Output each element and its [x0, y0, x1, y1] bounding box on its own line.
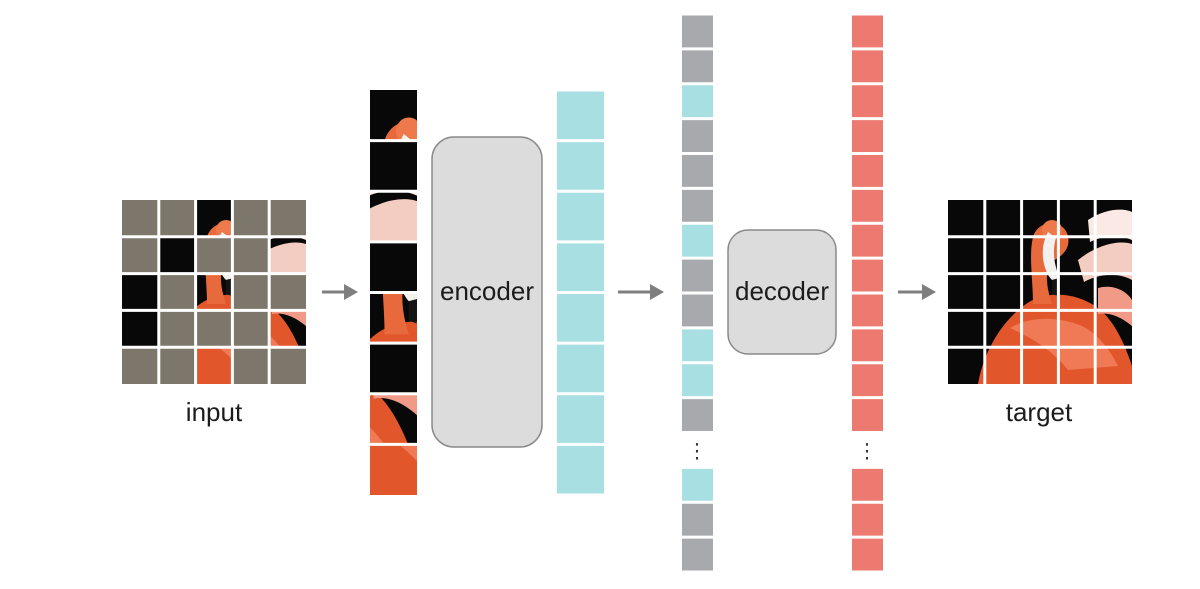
masked-patch: [232, 273, 270, 311]
mask-token: [682, 120, 713, 152]
encoder-label: encoder: [440, 276, 534, 306]
decoder-block: decoder: [727, 229, 837, 355]
ellipsis: ⋮: [857, 439, 877, 463]
target-label: target: [1005, 397, 1073, 427]
mask-token: [682, 503, 713, 536]
reconstructed-token: [852, 399, 883, 431]
reconstructed-token: [852, 85, 883, 118]
encoded-token: [557, 192, 604, 241]
ellipsis: ⋮: [687, 439, 707, 463]
decoder-label: decoder: [735, 276, 829, 306]
reconstructed-token: [852, 329, 883, 362]
masked-patch: [195, 236, 233, 274]
reconstructed-token: [852, 224, 883, 257]
masked-patch: [269, 273, 306, 311]
encoded-token: [682, 329, 713, 362]
reconstructed-token: [852, 364, 883, 397]
arrow-icon: [618, 284, 664, 300]
masked-patch: [158, 310, 196, 348]
encoded-token: [682, 224, 713, 257]
encoded-token: [682, 468, 713, 501]
mask-token: [682, 155, 713, 187]
reconstructed-token: [852, 538, 883, 571]
encoded-token: [682, 85, 713, 118]
encoder-output-tokens: [557, 91, 604, 494]
encoded-token: [557, 243, 604, 291]
encoder-block: encoder: [431, 136, 543, 448]
arrow-icon: [898, 284, 936, 300]
input-label: input: [185, 397, 243, 427]
mask-token: [682, 259, 713, 292]
reconstructed-token: [852, 120, 883, 152]
masked-patch: [122, 236, 159, 274]
reconstructed-token: [852, 503, 883, 536]
reconstructed-token: [852, 50, 883, 83]
decoder-input-tokens: ⋮: [682, 15, 713, 571]
masked-patch: [232, 236, 270, 274]
encoded-token: [557, 142, 604, 190]
arrow-icon: [322, 284, 358, 300]
encoded-token: [557, 91, 604, 140]
masked-patch: [122, 347, 159, 384]
encoded-token: [557, 395, 604, 443]
reconstructed-token: [852, 15, 883, 48]
masked-patch: [269, 347, 306, 384]
masked-patch: [232, 310, 270, 348]
encoded-token: [557, 445, 604, 494]
masked-patch: [158, 200, 196, 237]
masked-patch: [158, 347, 196, 384]
reconstructed-token: [852, 259, 883, 292]
visible-patch-strip: [370, 90, 417, 495]
mask-token: [682, 294, 713, 327]
masked-patch: [122, 200, 159, 237]
masked-patch: [232, 200, 270, 237]
reconstructed-token: [852, 155, 883, 187]
reconstructed-token: [852, 468, 883, 501]
mask-token: [682, 189, 713, 222]
mask-token: [682, 15, 713, 48]
masked-patch: [232, 347, 270, 384]
mask-token: [682, 538, 713, 571]
mask-token: [682, 50, 713, 83]
reconstructed-token: [852, 189, 883, 222]
masked-patch: [158, 273, 196, 311]
target-image: [948, 200, 1132, 384]
input-image: [122, 200, 306, 384]
encoded-token: [557, 344, 604, 393]
masked-patch: [269, 200, 306, 237]
flow-arrows: [322, 284, 936, 300]
encoded-token: [682, 364, 713, 397]
decoder-output-tokens: ⋮: [852, 15, 883, 571]
encoded-token: [557, 294, 604, 342]
mask-token: [682, 399, 713, 431]
reconstructed-token: [852, 294, 883, 327]
masked-patch: [195, 310, 233, 348]
